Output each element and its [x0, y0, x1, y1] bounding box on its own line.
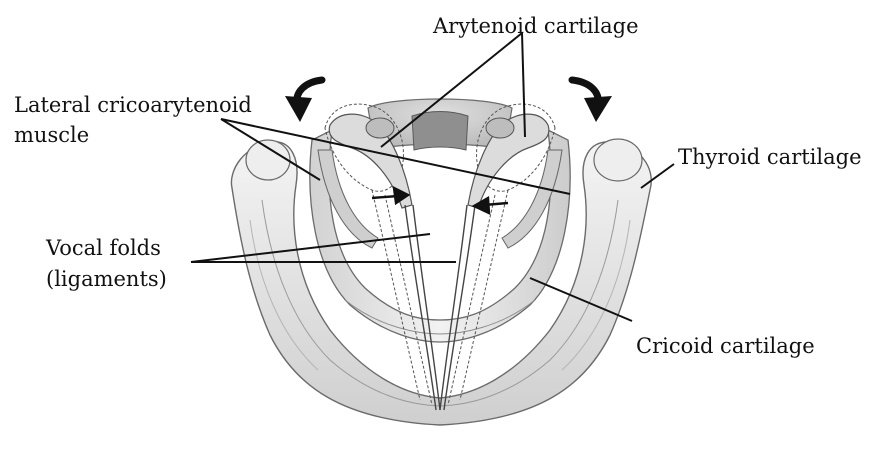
lateral-cricoarytenoid-muscle-shape — [318, 150, 562, 248]
thyroid-cartilage-shape — [231, 139, 651, 425]
rotation-arrow-left — [285, 80, 322, 122]
label-vocal-folds-line1: Vocal folds — [45, 236, 161, 260]
label-lateral-cricoarytenoid-line2: muscle — [14, 123, 89, 147]
medial-rotation-arrows — [372, 188, 508, 213]
label-thyroid-cartilage: Thyroid cartilage — [678, 145, 862, 169]
rotation-arrow-right — [572, 80, 612, 122]
label-lateral-cricoarytenoid-line1: Lateral cricoarytenoid — [14, 93, 252, 117]
label-vocal-folds-line2: (ligaments) — [46, 267, 167, 291]
label-cricoid-cartilage: Cricoid cartilage — [636, 334, 815, 358]
label-arytenoid-cartilage: Arytenoid cartilage — [432, 14, 639, 38]
